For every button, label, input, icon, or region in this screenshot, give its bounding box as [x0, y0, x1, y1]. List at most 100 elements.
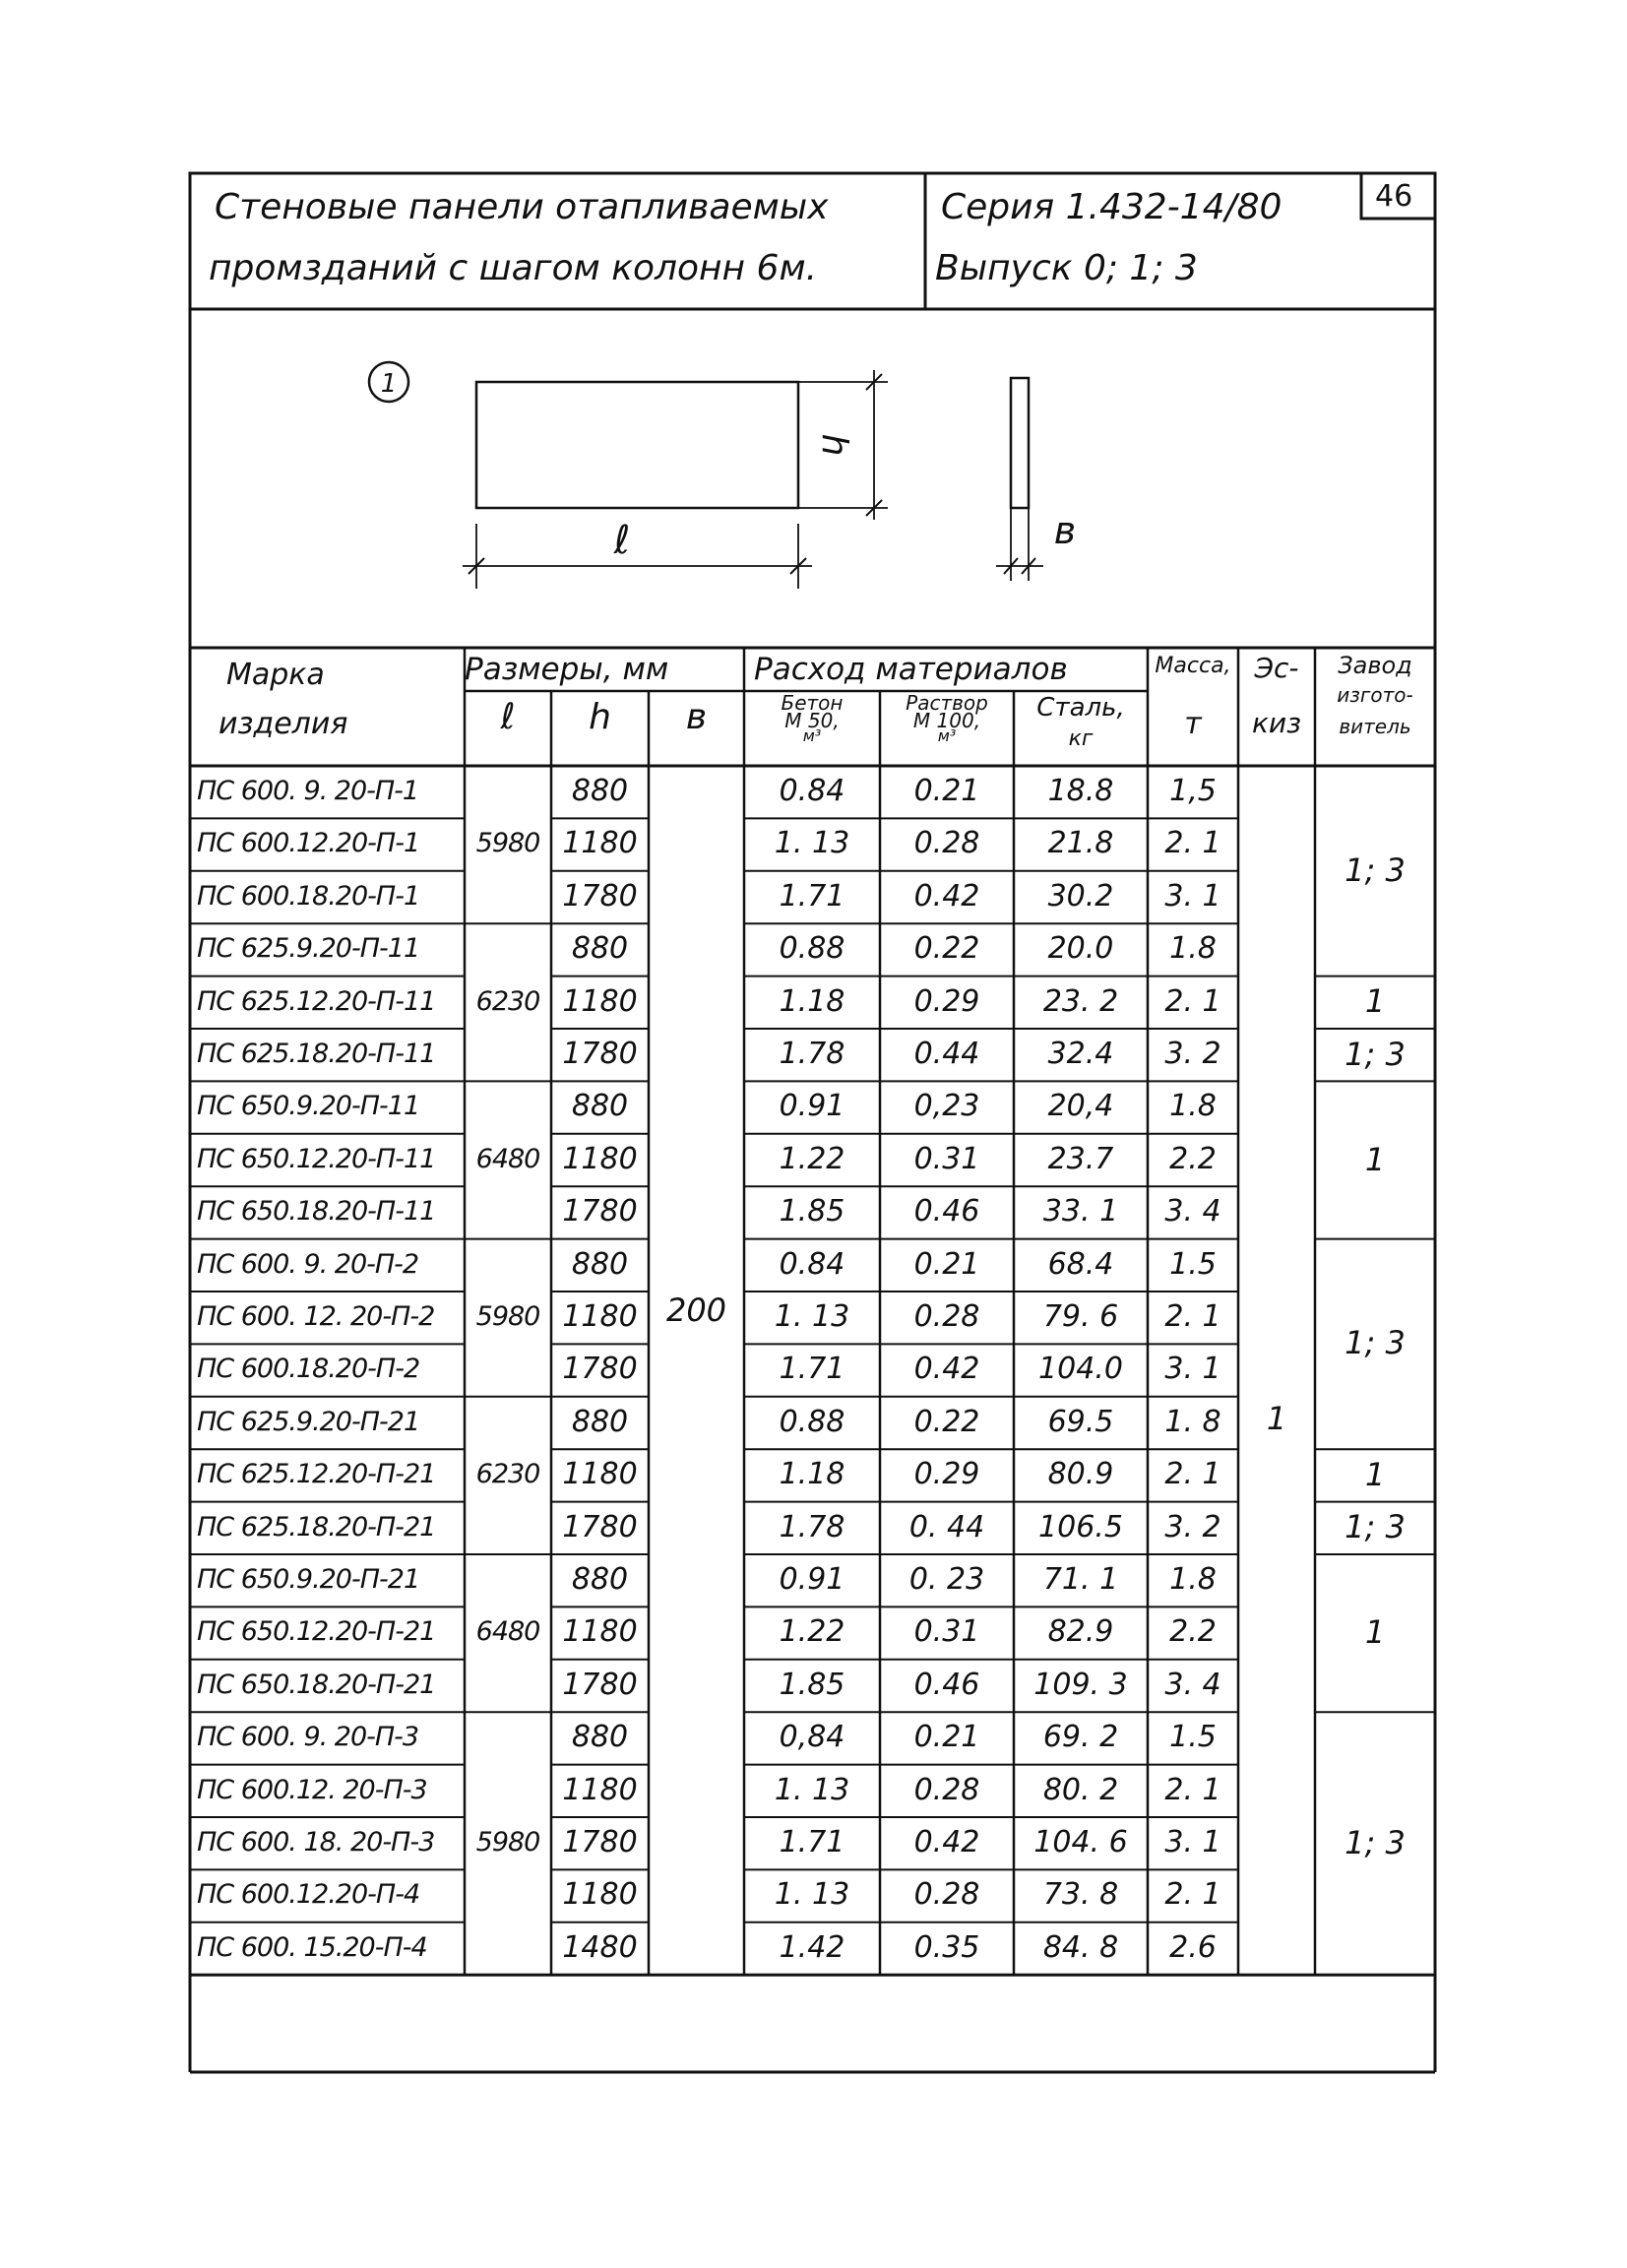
table-cell-sketch: 1 — [1266, 1400, 1287, 1438]
table-cell-mass: 3. 4 — [1164, 1194, 1221, 1229]
table-cell-mortar: 0.28 — [913, 1772, 980, 1807]
header-mortar-3: м³ — [937, 726, 957, 745]
table-cell-mortar: 0.42 — [913, 878, 980, 914]
header-sketch-1: Эс- — [1254, 652, 1299, 684]
table-row-mark: ПС 600.12.20-П-4 — [197, 1879, 420, 1911]
table-cell-mortar: 0.35 — [913, 1929, 980, 1965]
sketch-number-circle — [367, 360, 410, 404]
table-row-mark: ПС 650.18.20-П-21 — [197, 1669, 436, 1700]
header-mark-line1: Марка — [226, 658, 325, 692]
table-cell-mass: 2.2 — [1169, 1141, 1217, 1176]
table-cell-steel: 68.4 — [1047, 1246, 1114, 1282]
header-plant-2: изгото- — [1337, 683, 1413, 707]
dim-label-h: h — [814, 434, 854, 457]
header-b: в — [685, 697, 708, 737]
table-cell-concrete: 0.91 — [779, 1562, 845, 1597]
table-cell-steel: 80. 2 — [1042, 1772, 1119, 1807]
table-cell-concrete: 1. 13 — [774, 1877, 850, 1913]
table-cell-concrete: 1.71 — [779, 878, 845, 914]
table-row-mark: ПС 600. 9. 20-П-2 — [197, 1248, 419, 1280]
table-row-mark: ПС 600.12.20-П-1 — [197, 828, 420, 859]
table-cell-h: 1780 — [562, 1825, 638, 1859]
table-cell-mass: 2.6 — [1169, 1929, 1217, 1965]
sketch-area-border — [188, 307, 1437, 650]
table-row-mark: ПС 625.18.20-П-11 — [197, 1039, 436, 1069]
table-cell-steel: 23. 2 — [1042, 983, 1119, 1019]
table-cell-mass: 3. 1 — [1164, 1352, 1221, 1387]
table-grid — [188, 648, 1437, 2074]
table-row-mark: ПС 650.12.20-П-21 — [197, 1616, 436, 1648]
table-cell-mortar: 0. 23 — [908, 1562, 985, 1597]
table-row-mark: ПС 625.18.20-П-21 — [197, 1511, 436, 1543]
table-cell-mass: 3. 1 — [1164, 1825, 1221, 1859]
table-cell-steel: 80.9 — [1047, 1457, 1114, 1492]
table-row-mark: ПС 625.12.20-П-21 — [197, 1459, 436, 1490]
series-number: Серия 1.432-14/80 — [941, 187, 1283, 227]
panel-sketch: 1 h ℓ в — [367, 360, 1076, 589]
table-cell-h: 880 — [571, 1720, 629, 1755]
header-concrete-1: Бетон — [781, 691, 844, 715]
table-cell-concrete: 1.18 — [779, 983, 845, 1019]
table-row-mark: ПС 600. 9. 20-П-3 — [197, 1722, 419, 1753]
table-cell-mass: 1. 8 — [1164, 1404, 1221, 1439]
table-cell-concrete: 1.85 — [779, 1194, 845, 1229]
table-cell-concrete: 1.71 — [779, 1352, 845, 1387]
table-cell-l: 6480 — [475, 1143, 541, 1174]
table-cell-h: 1780 — [562, 1352, 638, 1387]
table-cell-plant: 1 — [1364, 1455, 1386, 1493]
table-cell-mortar: 0.44 — [913, 1037, 980, 1071]
table-cell-mortar: 0.28 — [913, 1299, 980, 1334]
table-cell-l: 5980 — [475, 1301, 541, 1332]
header-steel-1: Сталь, — [1036, 693, 1125, 723]
table-row-mark: ПС 600.18.20-П-1 — [197, 880, 420, 912]
issue-number: Выпуск 0; 1; 3 — [935, 248, 1198, 288]
table-cell-mortar: 0.31 — [913, 1614, 980, 1650]
table-cell-mortar: 0.21 — [913, 774, 980, 808]
table-cell-steel: 106.5 — [1038, 1509, 1123, 1544]
table-cell-mortar: 0.21 — [913, 1246, 980, 1282]
table-cell-steel: 21.8 — [1047, 826, 1114, 861]
table-cell-concrete: 1.22 — [779, 1614, 845, 1650]
header-mark-line2: изделия — [219, 707, 348, 741]
table-cell-steel: 20,4 — [1047, 1089, 1114, 1124]
table-cell-steel: 79. 6 — [1042, 1299, 1119, 1334]
table-cell-mortar: 0.46 — [913, 1667, 980, 1702]
table-row-mark: ПС 650.9.20-П-21 — [197, 1564, 420, 1595]
table-cell-mass: 2. 1 — [1164, 826, 1221, 861]
table-cell-h: 1180 — [562, 983, 638, 1019]
table-cell-plant: 1; 3 — [1345, 1035, 1406, 1073]
table-cell-mass: 2. 1 — [1164, 983, 1221, 1019]
table-row-mark: ПС 650.18.20-П-11 — [197, 1196, 436, 1228]
header-h: h — [589, 697, 611, 737]
table-cell-steel: 69. 2 — [1042, 1720, 1119, 1755]
table-row-mark: ПС 625.9.20-П-21 — [197, 1406, 420, 1437]
table-cell-h: 880 — [571, 1404, 629, 1439]
table-cell-steel: 33. 1 — [1042, 1194, 1119, 1229]
table-cell-h: 1780 — [562, 1194, 638, 1229]
table-cell-concrete: 1. 13 — [774, 1772, 850, 1807]
table-cell-mortar: 0.42 — [913, 1352, 980, 1387]
table-cell-concrete: 1. 13 — [774, 1299, 850, 1334]
table-cell-concrete: 0.84 — [779, 774, 845, 808]
table-cell-l: 5980 — [475, 1827, 541, 1858]
table-cell-steel: 104. 6 — [1033, 1825, 1128, 1859]
table-cell-h: 1780 — [562, 1037, 638, 1071]
table-cell-h: 1780 — [562, 878, 638, 914]
table-row-mark: ПС 600.18.20-П-2 — [197, 1354, 420, 1385]
table-cell-mortar: 0.31 — [913, 1141, 980, 1176]
header-concrete-3: м³ — [802, 726, 822, 745]
table-cell-plant: 1; 3 — [1345, 1823, 1406, 1861]
table-cell-h: 880 — [571, 1246, 629, 1282]
dim-label-l: ℓ — [613, 518, 631, 563]
table-cell-h: 880 — [571, 931, 629, 967]
table-cell-h: 880 — [571, 1089, 629, 1124]
table-cell-h: 1180 — [562, 826, 638, 861]
table-cell-steel: 30.2 — [1047, 878, 1114, 914]
table-cell-h: 1180 — [562, 1457, 638, 1492]
panel-side-view — [1009, 376, 1031, 510]
table-cell-concrete: 1.42 — [779, 1929, 845, 1965]
table-cell-steel: 69.5 — [1047, 1404, 1114, 1439]
table-cell-concrete: 0.91 — [779, 1089, 845, 1124]
table-cell-h: 1180 — [562, 1614, 638, 1650]
